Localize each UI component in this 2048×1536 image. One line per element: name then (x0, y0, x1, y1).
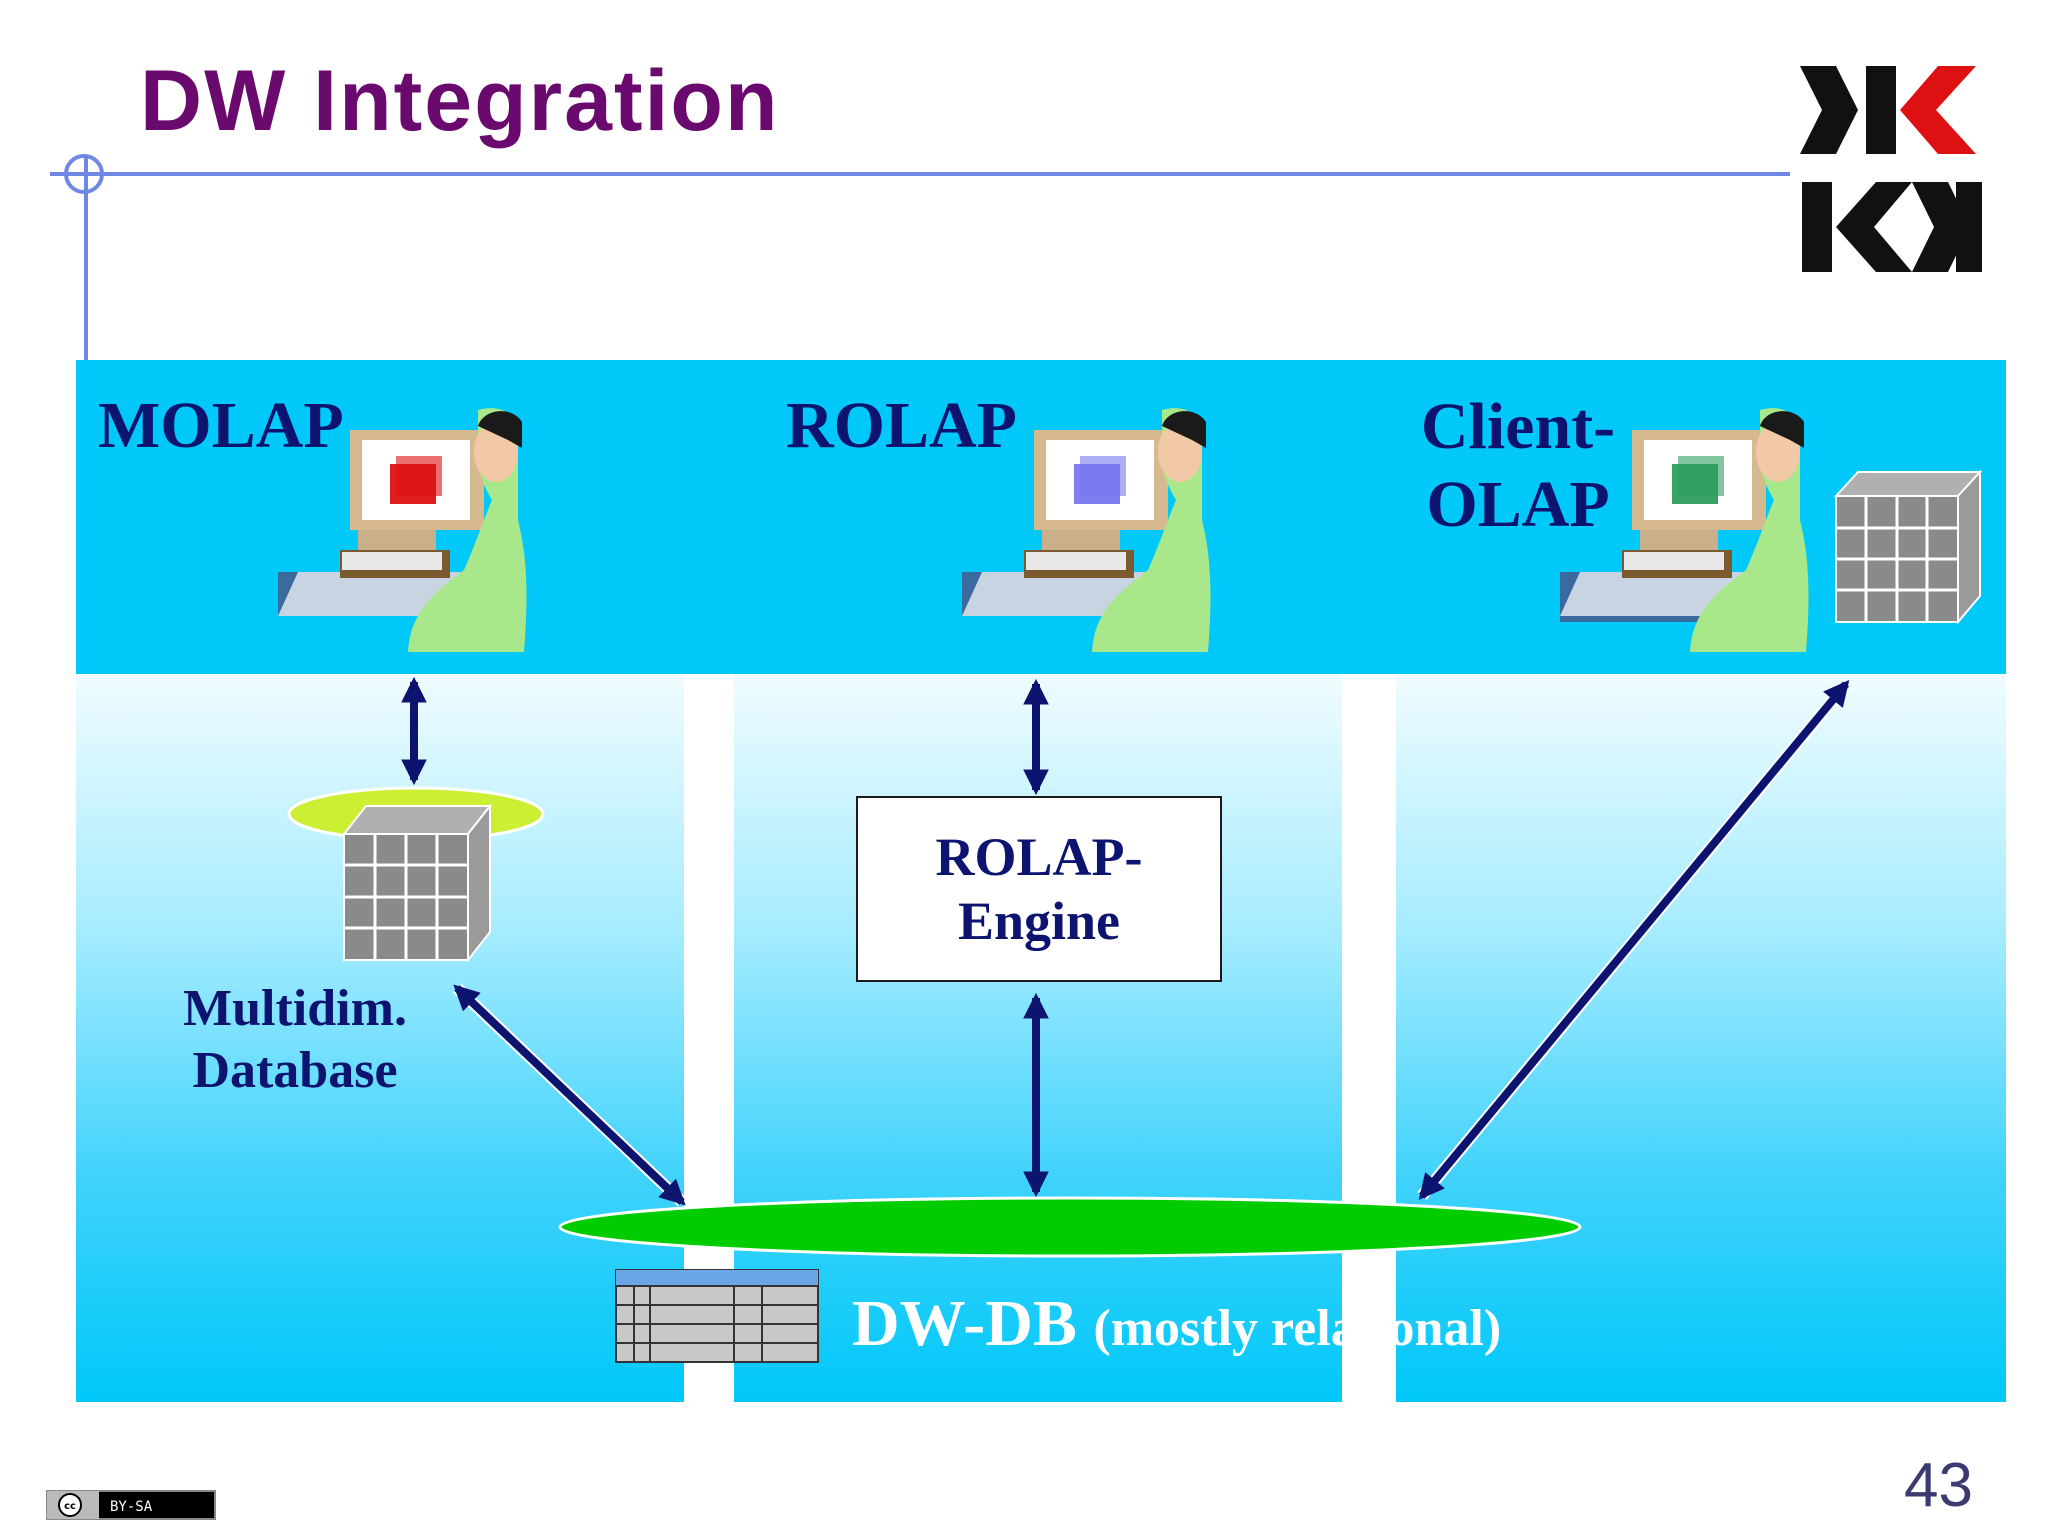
multidim-db-cube-icon (341, 803, 493, 963)
multidim-db-label-line2: Database (192, 1042, 398, 1099)
rolap-engine-line2: Engine (957, 891, 1121, 951)
rolap-user-icon (962, 408, 1211, 652)
molap-label: MOLAP (98, 389, 344, 462)
client-olap-label-line2: OLAP (1426, 468, 1610, 541)
multidim-db-label-line1: Multidim. (183, 980, 407, 1037)
rolap-label: ROLAP (786, 389, 1017, 462)
rolap-engine-box: ROLAP- Engine (856, 796, 1222, 982)
license-badge: BY-SA (110, 1499, 153, 1515)
slide-title: DW Integration (140, 53, 780, 149)
page-number: 43 (1904, 1451, 1973, 1520)
client-olap-user-icon (1560, 408, 1809, 652)
title-underline (50, 172, 1790, 176)
dw-db-ellipse (558, 1196, 1582, 1258)
molap-user-icon (278, 408, 527, 652)
cc-mark: cc (64, 1501, 76, 1512)
dw-db-label: DW-DB (mostly relational) (852, 1286, 1501, 1362)
rolap-engine-line1: ROLAP- (935, 827, 1143, 887)
relational-table-icon (615, 1269, 819, 1363)
client-olap-label-line1: Client- (1420, 390, 1616, 463)
multidim-db-label: Multidim. Database (150, 978, 440, 1102)
dw-db-label-sub: (mostly relational) (1093, 1300, 1502, 1357)
cc-license-icon: cc BY-SA (46, 1490, 216, 1520)
dw-db-label-main: DW-DB (852, 1287, 1077, 1360)
client-cube-icon (1834, 469, 1983, 625)
left-rule (84, 158, 88, 364)
university-logo-icon (1800, 66, 1982, 272)
rule-circle-ornament (64, 154, 104, 194)
client-olap-label: Client- OLAP (1418, 388, 1618, 544)
